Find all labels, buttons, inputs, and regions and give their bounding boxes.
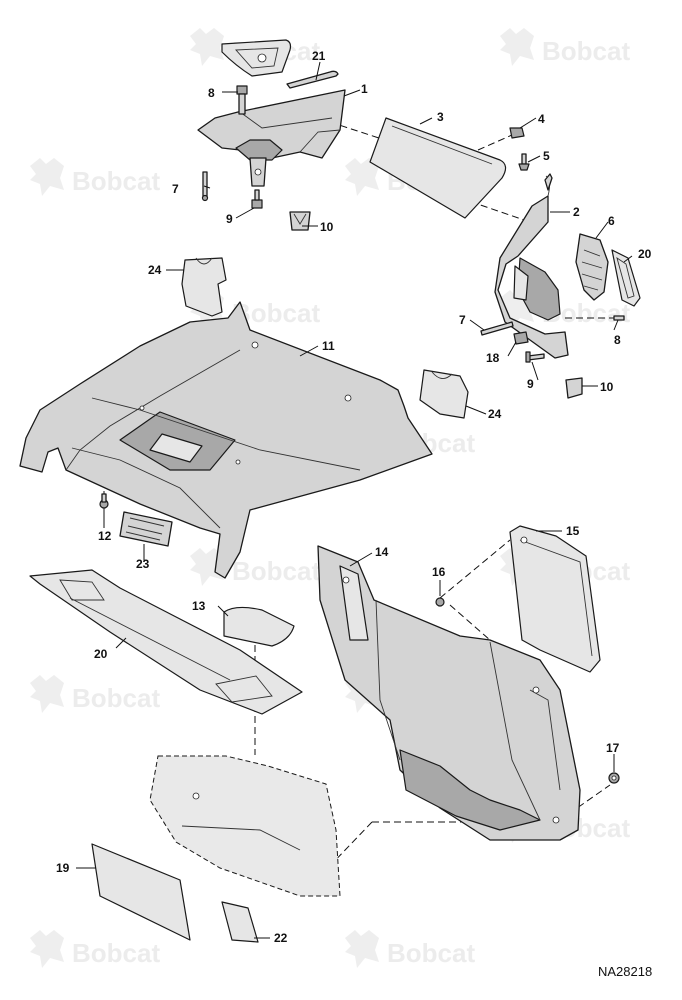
callout-10-left: 10 <box>320 220 334 234</box>
part-24-block-right <box>419 369 469 419</box>
part-20-gasket-strip <box>29 569 303 715</box>
watermark-text: Bobcat <box>232 556 320 586</box>
part-vent-frame <box>221 39 292 77</box>
part-21-strip <box>286 70 339 89</box>
part-19-sheet <box>91 843 191 941</box>
part-5-screw <box>518 153 530 171</box>
callout-6: 6 <box>608 214 615 228</box>
part-7-pin <box>201 171 209 202</box>
part-23-vent <box>119 511 173 547</box>
part-17-fastener <box>608 772 620 784</box>
part-9-bolt-right <box>525 351 545 363</box>
part-10-clip-right <box>565 377 583 399</box>
callout-3: 3 <box>437 110 444 124</box>
callout-labels: 1 2 3 4 5 6 7 7 8 8 9 9 10 10 11 12 13 1… <box>56 49 652 945</box>
part-8-screw-right <box>613 315 625 321</box>
callout-18: 18 <box>486 351 500 365</box>
part-20-gasket-right <box>611 249 641 307</box>
callout-19: 19 <box>56 861 70 875</box>
part-16-clip <box>435 597 445 607</box>
callout-20-right: 20 <box>638 247 652 261</box>
callout-12: 12 <box>98 529 112 543</box>
part-12-fastener <box>99 493 109 509</box>
bobcat-logo-icon <box>500 28 534 66</box>
callout-22: 22 <box>274 931 288 945</box>
part-18-clip <box>513 331 529 345</box>
bobcat-logo-icon <box>30 158 64 196</box>
part-2-pillar-trim <box>494 173 569 359</box>
watermark-text: Bobcat <box>387 938 475 968</box>
part-9-bolt <box>251 189 263 209</box>
watermark-text: Bobcat <box>72 166 160 196</box>
callout-2: 2 <box>573 205 580 219</box>
callout-15: 15 <box>566 524 580 538</box>
part-rear-panel-ghost <box>149 755 341 897</box>
callout-24-right: 24 <box>488 407 502 421</box>
callout-8-right: 8 <box>614 333 621 347</box>
callout-7-right: 7 <box>459 313 466 327</box>
part-13-pad <box>223 606 295 647</box>
figure-code: NA28218 <box>598 964 652 979</box>
bobcat-logo-icon <box>30 930 64 968</box>
bobcat-logo-icon <box>190 28 224 66</box>
callout-20-left: 20 <box>94 647 108 661</box>
callout-23: 23 <box>136 557 150 571</box>
part-14-side-panel <box>317 545 581 841</box>
callout-9-right: 9 <box>527 377 534 391</box>
part-3-pad <box>369 117 507 219</box>
callout-9-left: 9 <box>226 212 233 226</box>
callout-5: 5 <box>543 149 550 163</box>
callout-8-left: 8 <box>208 86 215 100</box>
part-24-block-left <box>181 257 227 317</box>
callout-1: 1 <box>361 82 368 96</box>
bobcat-logo-icon <box>345 930 379 968</box>
part-4-clip <box>509 127 525 139</box>
callout-21: 21 <box>312 49 326 63</box>
callout-7-left: 7 <box>172 182 179 196</box>
part-7-pin-right <box>480 321 514 336</box>
part-6-grille <box>575 233 609 301</box>
part-1-upper-panel <box>197 89 346 187</box>
callout-14: 14 <box>375 545 389 559</box>
callout-17: 17 <box>606 741 620 755</box>
watermark-text: Bobcat <box>72 683 160 713</box>
part-11-headliner <box>19 301 433 579</box>
callout-13: 13 <box>192 599 206 613</box>
part-15-panel <box>509 525 601 673</box>
watermark-text: Bobcat <box>72 938 160 968</box>
callout-24-left: 24 <box>148 263 162 277</box>
callout-leaders <box>76 61 633 939</box>
part-10-clip <box>289 211 311 231</box>
callout-4: 4 <box>538 112 545 126</box>
bobcat-logo-icon <box>30 675 64 713</box>
part-22-sheet <box>221 901 259 943</box>
watermark-text: Bobcat <box>542 36 630 66</box>
part-8-screw <box>236 85 248 115</box>
callout-10-right: 10 <box>600 380 614 394</box>
callout-11: 11 <box>322 339 335 353</box>
callout-16: 16 <box>432 565 446 579</box>
